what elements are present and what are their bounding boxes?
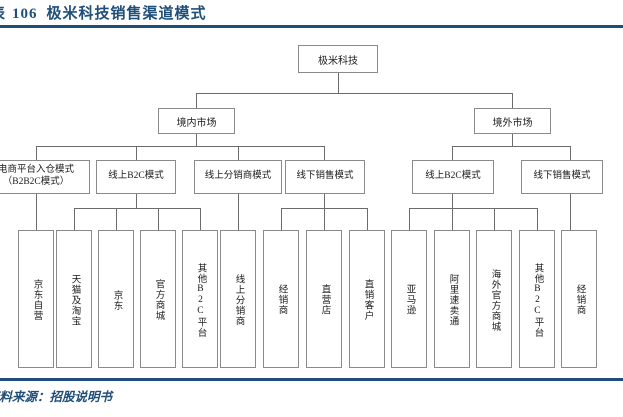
connector-o1-bus: [409, 208, 537, 209]
leaf-tmall-taobao[interactable]: 天猫及淘宝: [56, 230, 92, 368]
connector-domestic-drop-3: [238, 146, 239, 160]
node-label: 官方商城: [153, 279, 164, 321]
node-label: 境外市场: [492, 117, 533, 129]
leaf-direct-customer[interactable]: 直销客户: [349, 230, 385, 368]
leaf-official-mall[interactable]: 官方商城: [140, 230, 176, 368]
leaf-other-b2c-platforms-domestic[interactable]: 其他B2C平台: [182, 230, 218, 368]
header-divider: [0, 25, 623, 28]
node-label: 线上B2C模式: [108, 171, 164, 182]
node-label: 亚马逊: [404, 284, 415, 316]
connector-o1-drop-3: [494, 208, 495, 230]
node-root[interactable]: 极米科技: [298, 45, 378, 73]
node-label: 其他B2C平台: [532, 262, 543, 338]
leaf-jd-self-operated[interactable]: 京东自营: [18, 230, 54, 368]
node-label-line1: 电商平台入仓模式: [0, 165, 74, 176]
node-overseas-online-b2c[interactable]: 线上B2C模式: [412, 160, 494, 194]
table-label: 表: [0, 6, 6, 22]
leaf-aliexpress[interactable]: 阿里速卖通: [434, 230, 470, 368]
leaf-dealer-domestic[interactable]: 经销商: [263, 230, 299, 368]
node-label: 经销商: [574, 284, 585, 316]
connector-d4-drop-2: [324, 208, 325, 230]
connector-overseas-drop-2: [570, 146, 571, 160]
connector-level2-bus: [196, 93, 512, 94]
page-title: 表 106 极米科技销售渠道模式: [0, 2, 207, 23]
node-label: 京东自营: [31, 279, 42, 321]
node-label: 天猫及淘宝: [69, 273, 80, 327]
connector-domestic-stem: [196, 134, 197, 146]
leaf-amazon[interactable]: 亚马逊: [391, 230, 427, 368]
leaf-dealer-overseas[interactable]: 经销商: [561, 230, 597, 368]
connector-d3-stem: [238, 194, 239, 230]
node-label: 线下销售模式: [296, 171, 354, 182]
figure-footer: 资料来源：招股说明书: [0, 378, 623, 417]
node-label: 京东: [111, 289, 122, 311]
leaf-overseas-official-mall[interactable]: 海外官方商城: [476, 230, 512, 368]
connector-d2-drop-3: [158, 208, 159, 230]
connector-d1-stem: [36, 194, 37, 230]
node-domestic-online-b2c[interactable]: 线上B2C模式: [96, 160, 176, 194]
leaf-direct-store[interactable]: 直营店: [306, 230, 342, 368]
node-label: 阿里速卖通: [447, 273, 458, 327]
node-label: 直营店: [319, 284, 330, 316]
node-ecommerce-warehouse-mode[interactable]: 电商平台入仓模式 （B2B2C模式）: [0, 160, 90, 194]
connector-domestic-drop-2: [136, 146, 137, 160]
node-label: 直销客户: [362, 279, 373, 321]
leaf-jd[interactable]: 京东: [98, 230, 134, 368]
source-note: 资料来源：招股说明书: [0, 390, 113, 404]
connector-root-stem: [338, 73, 339, 93]
connector-d2-drop-2: [116, 208, 117, 230]
connector-domestic-bus: [36, 146, 324, 147]
node-label: 其他B2C平台: [195, 262, 206, 338]
node-label: 经销商: [276, 284, 287, 316]
connector-overseas-drop-1: [452, 146, 453, 160]
table-number: 106: [12, 6, 38, 22]
connector-level2-drop-overseas: [512, 93, 513, 108]
leaf-online-distributor[interactable]: 线上分销商: [220, 230, 256, 368]
node-overseas-offline-sales[interactable]: 线下销售模式: [521, 160, 603, 194]
connector-domestic-drop-1: [36, 146, 37, 160]
node-label: 线上分销商模式: [204, 171, 272, 182]
connector-d4-stem: [324, 194, 325, 208]
node-label: 线下销售模式: [533, 171, 591, 182]
connector-level2-drop-domestic: [196, 93, 197, 108]
node-label: 线上B2C模式: [425, 171, 481, 182]
connector-overseas-bus: [452, 146, 570, 147]
connector-d2-stem: [136, 194, 137, 208]
connector-overseas-stem: [512, 134, 513, 146]
connector-o1-stem: [452, 194, 453, 208]
connector-o1-drop-2: [452, 208, 453, 230]
leaf-other-b2c-platforms-overseas[interactable]: 其他B2C平台: [519, 230, 555, 368]
node-label: 线上分销商: [233, 273, 244, 327]
node-domestic-offline-sales[interactable]: 线下销售模式: [285, 160, 365, 194]
node-label: 极米科技: [318, 55, 358, 67]
connector-d2-drop-4: [200, 208, 201, 230]
connector-o1-drop-1: [409, 208, 410, 230]
node-domestic-online-distributor[interactable]: 线上分销商模式: [194, 160, 282, 194]
org-chart-canvas: 极米科技 境内市场 境外市场 电商平台入仓模式 （B2B2C模式） 线上B2C模…: [0, 30, 623, 378]
connector-domestic-drop-4: [324, 146, 325, 160]
connector-d2-drop-1: [74, 208, 75, 230]
node-overseas-market[interactable]: 境外市场: [474, 108, 551, 134]
title-main: 极米科技销售渠道模式: [46, 6, 207, 22]
node-domestic-market[interactable]: 境内市场: [158, 108, 235, 134]
figure-header: 表 106 极米科技销售渠道模式: [0, 0, 623, 30]
connector-d2-bus: [74, 208, 200, 209]
connector-o1-drop-4: [537, 208, 538, 230]
connector-o2-stem: [570, 194, 571, 230]
node-label: 海外官方商城: [489, 268, 500, 332]
footer-divider: [0, 378, 623, 381]
node-label: 境内市场: [176, 117, 217, 129]
node-label-line2: （B2B2C模式）: [2, 177, 70, 187]
connector-d4-drop-1: [281, 208, 282, 230]
connector-d4-drop-3: [367, 208, 368, 230]
